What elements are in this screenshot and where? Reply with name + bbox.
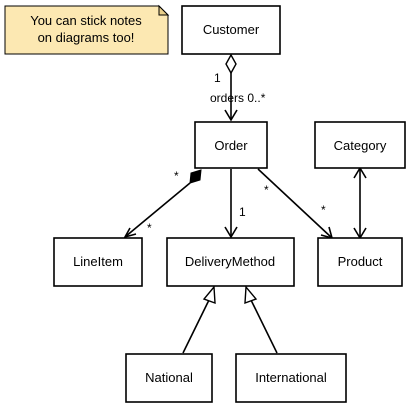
- class-order-label: Order: [214, 138, 248, 153]
- arrowhead-icon: [224, 109, 238, 122]
- mult-order-delivery-target: 1: [239, 205, 246, 219]
- class-national-label: National: [145, 370, 193, 385]
- class-national[interactable]: National: [125, 353, 213, 403]
- edge-international-deliverymethod: [244, 285, 278, 354]
- arrowhead-icon: [123, 227, 137, 239]
- class-category-label: Category: [334, 138, 387, 153]
- note-text-line-1: You can stick notes: [30, 13, 142, 28]
- class-deliverymethod-label: DeliveryMethod: [185, 254, 275, 269]
- arrowhead-icon: [224, 226, 238, 239]
- mult-customer-order-source: 1: [214, 71, 221, 85]
- composition-diamond-icon: [189, 169, 202, 184]
- class-order[interactable]: Order: [194, 121, 268, 169]
- label-customer-order-target: orders 0..*: [210, 91, 266, 105]
- class-international-label: International: [255, 370, 327, 385]
- note-text-line-2: on diagrams too!: [38, 30, 135, 45]
- note[interactable]: You can stick notes on diagrams too!: [4, 4, 170, 55]
- class-customer-label: Customer: [203, 22, 260, 37]
- class-international[interactable]: International: [235, 353, 347, 403]
- generalization-triangle-icon: [244, 285, 258, 305]
- edge-order-lineitem: * *: [123, 169, 202, 239]
- edge-category-product: [353, 166, 367, 240]
- class-category[interactable]: Category: [314, 121, 406, 169]
- class-lineitem-label: LineItem: [73, 254, 123, 269]
- class-deliverymethod[interactable]: DeliveryMethod: [166, 237, 295, 287]
- edge-order-product: * *: [257, 168, 334, 240]
- class-customer[interactable]: Customer: [181, 5, 281, 55]
- edge-national-deliverymethod: [182, 285, 216, 354]
- mult-order-lineitem-source: *: [174, 169, 179, 183]
- edge-order-deliverymethod: 1: [224, 169, 246, 239]
- class-product-label: Product: [338, 254, 383, 269]
- mult-order-product-target: *: [321, 203, 326, 217]
- class-product[interactable]: Product: [317, 237, 403, 287]
- edge-customer-order: 1 orders 0..*: [210, 53, 266, 122]
- mult-order-lineitem-target: *: [147, 221, 152, 235]
- class-lineitem[interactable]: LineItem: [53, 237, 143, 287]
- generalization-triangle-icon: [202, 285, 216, 305]
- mult-order-product-source: *: [264, 183, 269, 197]
- aggregation-diamond-icon: [225, 53, 237, 75]
